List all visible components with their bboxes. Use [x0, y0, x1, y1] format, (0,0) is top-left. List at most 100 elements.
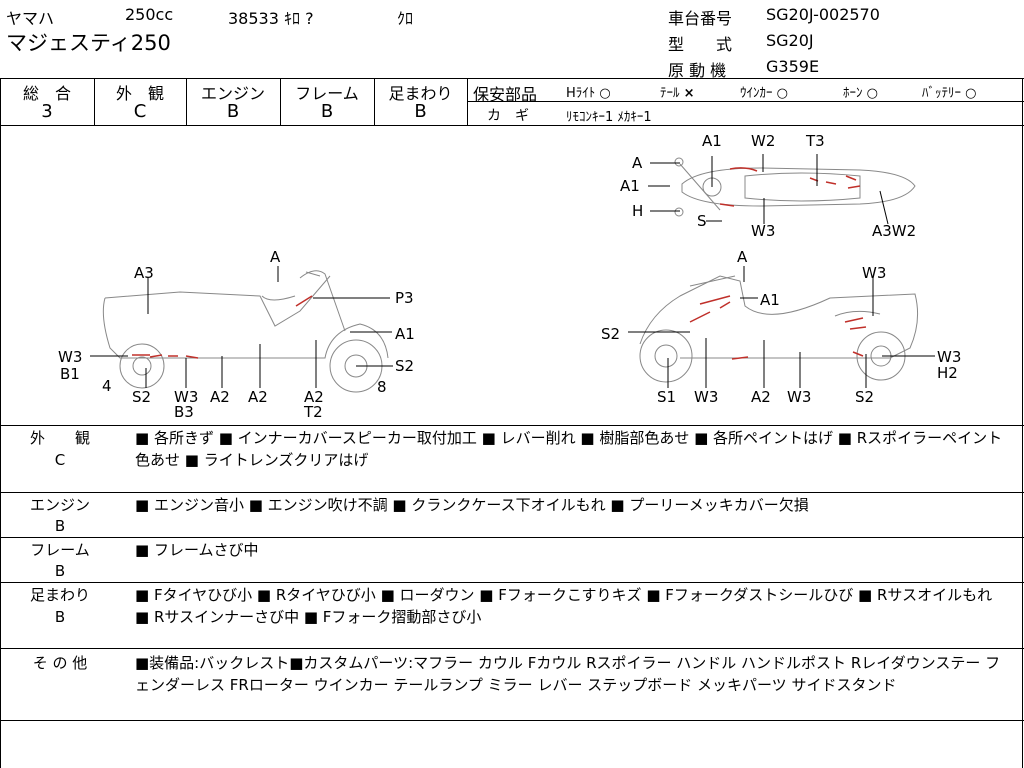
diagram-label-left: P3	[395, 289, 414, 307]
diagram-label-right: H2	[937, 364, 958, 382]
left-view-labels: A A3 P3 A1 W3 B1 S2 4 S2 W3 B3 A2 A2 A2 …	[58, 248, 415, 421]
grade-label-frame: フレーム	[295, 84, 359, 103]
diagram-label-left: 8	[377, 378, 387, 396]
rule	[94, 78, 95, 125]
type-label: 型 式	[668, 35, 733, 54]
scooter-top-view	[674, 157, 916, 217]
diagram-label-left: S2	[132, 388, 151, 406]
right-view-damage-marks	[689, 295, 867, 360]
damage-diagram: A A1 H S A1 W2 T3 W3 A3W2 A A3 P3 A1 W3 …	[58, 132, 961, 421]
engine-value: G359E	[766, 57, 820, 76]
safety-item-tail: ﾃｰﾙ ×	[660, 86, 695, 101]
diagram-label-top: W3	[751, 222, 775, 240]
section-grade: B	[54, 608, 66, 626]
rule	[374, 78, 375, 125]
rule	[280, 78, 281, 125]
rule	[467, 101, 1024, 102]
diagram-label-left: W3	[174, 388, 198, 406]
safety-item-horn: ﾎｰﾝ ○	[843, 86, 878, 101]
rule	[0, 537, 1024, 538]
top-view-damage-marks	[719, 167, 861, 207]
diagram-label-right: S1	[657, 388, 676, 406]
grade-label-overall: 総 合	[22, 84, 71, 103]
right-view-leaders	[628, 266, 935, 388]
left-view-leaders	[90, 266, 393, 388]
diagram-label-top: S	[697, 212, 707, 230]
grade-value-exterior: C	[133, 101, 147, 122]
diagram-label-top: A3W2	[872, 222, 916, 240]
section-grade: B	[54, 562, 66, 580]
diagram-label-right: A1	[760, 291, 780, 309]
rule	[0, 648, 1024, 649]
scooter-right-view	[639, 275, 919, 383]
diagram-label-left: 4	[102, 377, 112, 395]
frame-no-label: 車台番号	[668, 9, 733, 28]
diagram-label-left: W3	[58, 348, 82, 366]
diagram-label-right: S2	[855, 388, 874, 406]
displacement: 250cc	[125, 5, 174, 24]
diagram-label-left: A2	[210, 388, 230, 406]
grade-label-suspension: 足まわり	[388, 84, 453, 103]
engine-label: 原 動 機	[668, 61, 727, 80]
rule	[1022, 78, 1023, 768]
section-text: ■ エンジン音小 ■ エンジン吹け不調 ■ クランクケース下オイルもれ ■ プー…	[135, 496, 809, 514]
rule	[467, 78, 468, 125]
diagram-label-right: W3	[787, 388, 811, 406]
section-text: ■ 各所きず ■ インナーカバースピーカー取付加工 ■ レバー削れ ■ 樹脂部色…	[135, 429, 1003, 469]
diagram-label-right: A	[737, 248, 748, 266]
diagram-label-top: A1	[620, 177, 640, 195]
section-label: そ の 他	[32, 654, 88, 672]
diagram-label-left: A1	[395, 325, 415, 343]
rule	[0, 720, 1024, 721]
section-label: フレーム	[30, 541, 90, 559]
section-grade: C	[54, 451, 66, 469]
rule	[0, 78, 1, 768]
section-label: 足まわり	[29, 586, 90, 604]
diagram-label-right: W3	[862, 264, 886, 282]
mileage: 38533 ｷﾛ ?	[228, 9, 314, 28]
rule	[0, 125, 1024, 126]
diagram-label-right: S2	[601, 325, 620, 343]
grade-value-frame: B	[320, 101, 334, 122]
diagram-label-left: S2	[395, 357, 414, 375]
diagram-label-right: W3	[694, 388, 718, 406]
rule	[186, 78, 187, 125]
diagram-label-right: A2	[751, 388, 771, 406]
section-label: エンジン	[29, 496, 90, 514]
diagram-label-left: B1	[60, 365, 80, 383]
grade-label-exterior: 外 観	[115, 84, 164, 103]
maker: ヤマハ	[6, 9, 55, 28]
safety-item-headlight: Hﾗｲﾄ ○	[566, 86, 611, 101]
rule	[0, 492, 1024, 493]
grade-value-engine: B	[226, 101, 240, 122]
key-label: カ ギ	[487, 108, 529, 124]
right-view-labels: A W3 A1 S2 W3 H2 S1 W3 A2 W3 S2	[601, 248, 961, 406]
diagram-label-top: T3	[805, 132, 825, 150]
diagram-label-left: A	[270, 248, 281, 266]
grade-label-engine: エンジン	[200, 84, 265, 103]
diagram-label-top: A1	[702, 132, 722, 150]
diagram-label-right: W3	[937, 348, 961, 366]
diagram-label-left: T2	[303, 403, 323, 421]
diagram-label-top: A	[632, 154, 643, 172]
section-text: ■ Fタイヤひび小 ■ Rタイヤひび小 ■ ローダウン ■ Fフォークこすりキズ…	[135, 586, 993, 626]
diagram-label-left: A2	[248, 388, 268, 406]
safety-item-winker: ｳｲﾝｶｰ ○	[740, 86, 788, 101]
diagram-label-left: A3	[134, 264, 154, 282]
rule	[0, 425, 1024, 426]
key-value: ﾘﾓｺﾝｷｰ1 ﾒｶｷｰ1	[566, 110, 652, 125]
grade-value-suspension: B	[414, 101, 427, 122]
top-view-labels: A A1 H S A1 W2 T3 W3 A3W2	[620, 132, 916, 240]
safety-item-battery: ﾊﾞｯﾃﾘｰ ○	[922, 86, 977, 101]
diagram-label-top: H	[632, 202, 643, 220]
safety-label: 保安部品	[473, 85, 538, 104]
frame-no: SG20J-002570	[766, 5, 880, 24]
grade-value-overall: 3	[41, 101, 53, 122]
section-grade: B	[54, 517, 66, 535]
diagram-label-left: B3	[174, 403, 194, 421]
rule	[0, 78, 1024, 79]
color: ｸﾛ	[397, 9, 414, 28]
section-text: ■ フレームさび中	[135, 541, 259, 559]
type-value: SG20J	[766, 31, 814, 50]
section-text: ■装備品:バックレスト■カスタムパーツ:マフラー カウル Fカウル Rスポイラー…	[135, 654, 1001, 694]
